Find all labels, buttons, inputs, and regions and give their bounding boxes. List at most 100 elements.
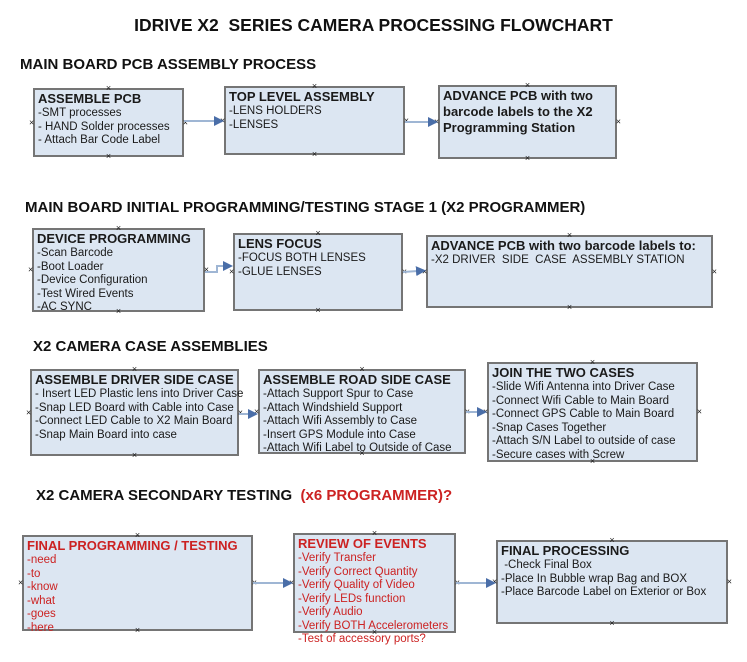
anchor-handle-icon: × <box>434 116 440 127</box>
box-line: -X2 DRIVER SIDE CASE ASSEMBLY STATION <box>431 254 685 266</box>
box-line: - HAND Solder processes <box>38 120 170 133</box>
box-title: JOIN THE TWO CASES <box>492 365 635 380</box>
flow-box-review-of-events[interactable]: REVIEW OF EVENTS -Verify Transfer-Verify… <box>289 529 460 646</box>
anchor-handle-icon: × <box>289 577 295 588</box>
box-line: - Insert LED Plastic lens into Driver Ca… <box>35 388 244 400</box>
box-line: -Place Barcode Label on Exterior or Box <box>501 586 707 598</box>
box-title: TOP LEVEL ASSEMBLY <box>229 89 375 104</box>
box-title: ADVANCE PCB with two barcode labels to t… <box>443 88 593 135</box>
section-heading-initial-programming: MAIN BOARD INITIAL PROGRAMMING/TESTING S… <box>25 199 586 216</box>
section-heading-red-part: (x6 PROGRAMMER)? <box>296 487 453 504</box>
box-line: -Attach S/N Label to outside of case <box>492 435 676 447</box>
anchor-handle-icon: × <box>26 407 32 417</box>
box-line: -FOCUS BOTH LENSES <box>238 252 366 264</box>
flow-box-assemble-driver-side-case[interactable]: ASSEMBLE DRIVER SIDE CASE - Insert LED P… <box>26 365 244 460</box>
box-line: -Verify LEDs function <box>298 592 406 605</box>
anchor-handle-icon: × <box>29 117 35 127</box>
anchor-handle-icon: × <box>105 151 112 161</box>
box-line: -Connect GPS Cable to Main Board <box>492 408 675 420</box>
flow-box-assemble-pcb[interactable]: ASSEMBLE PCB -SMT processes- HAND Solder… <box>29 84 188 161</box>
box-line: -Insert GPS Module into Case <box>263 428 416 441</box>
box-line: -Scan Barcode <box>37 247 114 259</box>
section-heading-case-assemblies: X2 CAMERA CASE ASSEMBLIES <box>33 338 268 355</box>
box-line: -Snap Main Board into case <box>35 428 177 441</box>
flow-box-lens-focus[interactable]: LENS FOCUS -FOCUS BOTH LENSES-GLUE LENSE… <box>229 229 407 315</box>
box-title: ASSEMBLE ROAD SIDE CASE <box>263 372 451 387</box>
flow-box-advance-pcb-driver-side[interactable]: ADVANCE PCB with two barcode labels to: … <box>422 231 717 312</box>
flow-box-advance-pcb-programming-station[interactable]: ADVANCE PCB with two barcode labels to t… <box>434 81 621 163</box>
box-line: -Test of accessory ports? <box>298 633 426 645</box>
box-title: ASSEMBLE DRIVER SIDE CASE <box>35 372 234 387</box>
box-line: -Boot Loader <box>37 260 104 273</box>
box-line: -Verify Transfer <box>298 552 376 564</box>
flow-box-final-processing[interactable]: FINAL PROCESSING -Check Final Box-Place … <box>492 536 732 628</box>
flow-box-join-the-two-cases[interactable]: JOIN THE TWO CASES -Slide Wifi Antenna i… <box>483 358 702 466</box>
box-line: -Device Configuration <box>37 274 148 286</box>
anchor-handle-icon: × <box>492 576 498 587</box>
arrow-device-programming-to-lens-focus[interactable] <box>205 261 233 273</box>
arrow-lens-focus-to-advance-pcb2[interactable] <box>402 266 426 277</box>
box-line: -Secure cases with Screw <box>492 448 625 461</box>
box-line: -Connect Wifi Cable to Main Board <box>492 394 670 407</box>
box-body: -Verify Transfer-Verify Correct Quantity… <box>298 552 451 647</box>
anchor-handle-icon: × <box>615 116 621 127</box>
anchor-handle-icon: × <box>229 266 235 277</box>
box-body: - Insert LED Plastic lens into Driver Ca… <box>35 388 244 442</box>
box-body: -Scan Barcode-Boot Loader-Device Configu… <box>37 247 200 315</box>
box-line: -Attach Windshield Support <box>263 401 403 414</box>
anchor-handle-icon: × <box>696 406 702 417</box>
box-line: -LENS HOLDERS <box>229 105 322 117</box>
box-line: -Slide Wifi Antenna into Driver Case <box>492 381 675 393</box>
anchor-handle-icon: × <box>28 264 34 275</box>
anchor-handle-icon: × <box>524 153 531 163</box>
box-line: -Snap LED Board with Cable into Case <box>35 401 234 414</box>
box-line: -Test Wired Events <box>37 287 134 300</box>
box-line: -Snap Cases Together <box>492 421 607 434</box>
anchor-handle-icon: × <box>182 117 188 127</box>
anchor-handle-icon: × <box>422 266 428 276</box>
box-line: -to <box>27 567 41 580</box>
section-heading-black-part: X2 CAMERA SECONDARY TESTING <box>36 487 297 504</box>
box-body: -Attach Support Spur to Case-Attach Wind… <box>263 388 461 456</box>
box-title: FINAL PROGRAMMING / TESTING <box>27 538 238 553</box>
flow-box-assemble-road-side-case[interactable]: ASSEMBLE ROAD SIDE CASE -Attach Support … <box>254 365 470 458</box>
box-line: -Attach Wifi Label to Outside of Case <box>263 442 452 454</box>
anchor-handle-icon: × <box>237 407 243 417</box>
section-heading-secondary-testing: X2 CAMERA SECONDARY TESTING (x6 PROGRAMM… <box>36 487 452 505</box>
box-body: -Check Final Box-Place In Bubble wrap Ba… <box>501 559 723 600</box>
anchor-handle-icon: × <box>711 266 717 276</box>
box-line: -Connect LED Cable to X2 Main Board <box>35 415 233 427</box>
anchor-handle-icon: × <box>311 149 318 159</box>
box-body: -LENS HOLDERS-LENSES <box>229 105 400 132</box>
box-line: -Verify Correct Quantity <box>298 565 418 578</box>
box-title: FINAL PROCESSING <box>501 543 630 558</box>
box-line: -GLUE LENSES <box>238 265 322 278</box>
anchor-handle-icon: × <box>401 266 407 277</box>
page-title: IDRIVE X2 SERIES CAMERA PROCESSING FLOWC… <box>134 15 613 35</box>
flow-box-device-programming[interactable]: DEVICE PROGRAMMING -Scan Barcode-Boot Lo… <box>28 224 209 316</box>
anchor-handle-icon: × <box>566 302 573 312</box>
box-line: - Attach Bar Code Label <box>38 134 161 146</box>
flow-box-top-level-assembly[interactable]: TOP LEVEL ASSEMBLY -LENS HOLDERS-LENSES … <box>220 82 409 159</box>
box-body: -X2 DRIVER SIDE CASE ASSEMBLY STATION <box>431 254 708 268</box>
anchor-handle-icon: × <box>18 577 24 588</box>
box-title: LENS FOCUS <box>238 236 322 251</box>
box-line: -Place In Bubble wrap Bag and BOX <box>501 572 688 585</box>
anchor-handle-icon: × <box>403 115 409 125</box>
box-line: -Check Final Box <box>501 559 592 571</box>
box-line: -Attach Support Spur to Case <box>263 388 414 400</box>
box-title: ADVANCE PCB with two barcode labels to: <box>431 238 696 253</box>
anchor-handle-icon: × <box>203 264 209 275</box>
box-line: -Verify Audio <box>298 606 363 618</box>
box-line: -goes <box>27 608 56 620</box>
box-line: -Verify BOTH Accelerometers <box>298 619 449 632</box>
anchor-handle-icon: × <box>131 450 138 460</box>
box-body: -SMT processes- HAND Solder processes- A… <box>38 107 179 148</box>
box-line: -Attach Wifi Assembly to Case <box>263 415 418 427</box>
box-title: DEVICE PROGRAMMING <box>37 231 191 246</box>
flow-box-final-programming-testing[interactable]: FINAL PROGRAMMING / TESTING -need-to-kno… <box>18 531 257 635</box>
anchor-handle-icon: × <box>251 577 257 588</box>
anchor-handle-icon: × <box>220 115 226 125</box>
box-title: ASSEMBLE PCB <box>38 91 142 106</box>
